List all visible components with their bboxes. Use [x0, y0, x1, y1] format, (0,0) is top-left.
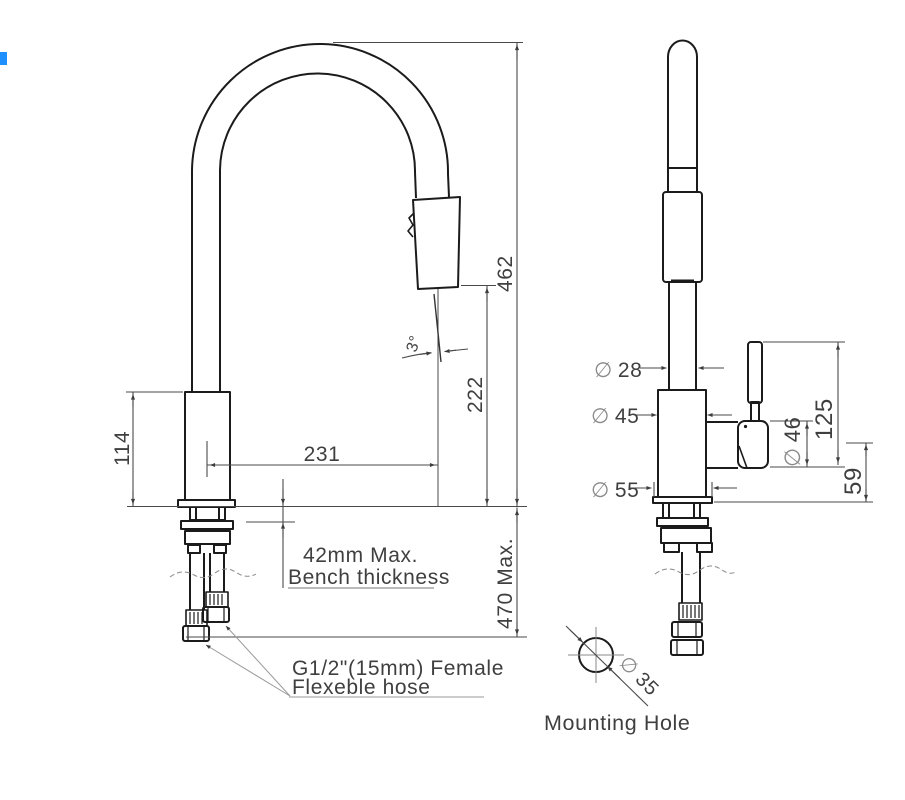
hose-break-line-side [654, 565, 738, 576]
arrowhead [607, 666, 621, 679]
label-hose-note-2: Flexeble hose [292, 676, 431, 699]
dim-outlet-height-222 [461, 284, 496, 506]
front-view [169, 43, 461, 642]
spout-side-outline [662, 39, 703, 390]
label-mounting-hole: Mounting Hole [544, 711, 690, 735]
label-hose-note-1: G1/2"(15mm) Female [292, 657, 504, 680]
side-view [652, 39, 769, 656]
label-spout-reach: 231 [304, 443, 341, 466]
handle-outline [737, 341, 769, 469]
dimension-labels: 462 222 231 114 470 Max. 3° 42mm Max. Be… [111, 255, 867, 735]
spray-head-outline [407, 196, 461, 290]
dim-handle-dia-46 [770, 420, 845, 468]
flexible-hose-side [654, 552, 738, 656]
mounting-hole-detail [565, 625, 649, 707]
dim-bench-thickness-42 [246, 479, 434, 589]
label-body-height: 114 [111, 431, 134, 466]
label-handle-height: 125 [811, 398, 838, 440]
label-base-dia: ∅55 [591, 479, 639, 502]
label-bench-note-1: 42mm Max. [303, 544, 418, 567]
dim-handle-height-125 [763, 341, 845, 465]
dim-spout-reach-231 [206, 289, 439, 506]
label-below-bench: 470 Max. [494, 538, 517, 629]
dim-base-dia-55 [630, 482, 737, 497]
mounting-hardware-front [180, 506, 234, 554]
label-hole-dia: ∅35 [614, 652, 662, 700]
gooseneck-spout-outline [191, 43, 450, 392]
label-spray-angle: 3° [404, 333, 425, 354]
page-edge-blue-mark [0, 52, 7, 65]
flexible-hoses-front [169, 553, 257, 642]
dim-body-height-114 [126, 391, 183, 506]
label-outlet-to-bench: 59 [840, 467, 867, 495]
hose-note-leaders [205, 625, 484, 698]
front-view-dimensions [126, 41, 527, 698]
label-total-height: 462 [494, 255, 517, 292]
label-body-dia: ∅45 [591, 405, 639, 428]
body-side-outline [657, 389, 738, 498]
hose-break-line [169, 568, 257, 579]
side-view-dimensions [630, 341, 873, 503]
label-bench-note-2: Bench thickness [288, 566, 450, 589]
label-spout-dia: ∅28 [594, 359, 642, 382]
mounting-hardware-side [652, 496, 713, 553]
dim-spray-angle-3deg [401, 293, 469, 363]
dim-total-height-462 [333, 41, 523, 506]
dim-outlet-to-bench-59 [714, 442, 873, 503]
arrowhead [569, 629, 583, 643]
dim-below-bench-470 [186, 507, 527, 638]
label-handle-dia: ∅46 [780, 417, 805, 467]
label-outlet-height: 222 [464, 376, 487, 413]
